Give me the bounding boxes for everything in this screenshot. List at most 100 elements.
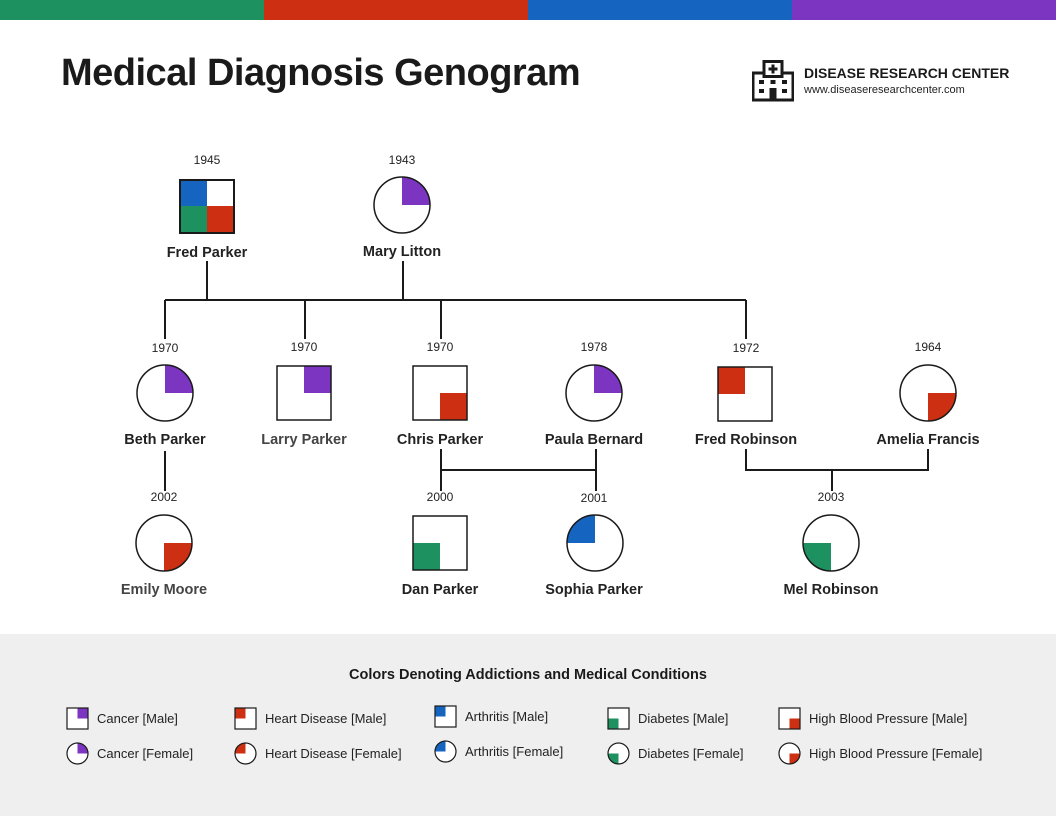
birth-year: 2001	[581, 491, 608, 505]
top-bar-blue	[528, 0, 792, 20]
birth-year: 2000	[427, 490, 454, 504]
cancer-male-symbol	[66, 706, 89, 730]
person-paula-bernard[interactable]: 1978 Paula Bernard	[545, 340, 643, 448]
legend-label: High Blood Pressure [Female]	[809, 745, 983, 761]
female-circle	[899, 364, 957, 422]
birth-year: 1970	[152, 341, 179, 355]
legend-item-heart-disease-male: Heart Disease [Male]	[234, 706, 386, 730]
condition-diabetes-quadrant	[413, 543, 440, 570]
male-square	[412, 365, 468, 421]
female-circle	[566, 514, 624, 572]
person-fred-parker[interactable]: 1945 Fred Parker	[167, 153, 248, 261]
birth-year: 1972	[733, 341, 760, 355]
legend-label: Heart Disease [Male]	[265, 710, 387, 726]
condition-high-blood-pressure-quadrant	[928, 393, 956, 421]
legend-label: High Blood Pressure [Male]	[809, 710, 968, 726]
top-bar-red	[264, 0, 528, 20]
legend-label: Heart Disease [Female]	[265, 745, 402, 761]
person-symbol	[412, 515, 468, 571]
heart-disease-female-symbol	[234, 741, 257, 765]
person-symbol	[179, 179, 235, 234]
person-name: Mary Litton	[363, 244, 441, 260]
person-symbol	[566, 514, 624, 572]
legend-item-arthritis-male: Arthritis [Male]	[434, 704, 548, 728]
birth-year: 1970	[427, 340, 454, 354]
condition-arthritis-quadrant	[567, 515, 595, 543]
person-sophia-parker[interactable]: 2001 Sophia Parker	[545, 491, 643, 598]
person-symbol	[135, 514, 193, 572]
org-url[interactable]: www.diseaseresearchcenter.com	[804, 84, 965, 96]
person-chris-parker[interactable]: 1970 Chris Parker	[397, 340, 484, 448]
person-name: Paula Bernard	[545, 432, 643, 448]
diabetes-female-symbol	[607, 741, 630, 765]
legend-panel: Colors Denoting Addictions and Medical C…	[0, 634, 1056, 816]
top-color-bar	[0, 0, 1056, 20]
person-name: Sophia Parker	[545, 582, 643, 598]
legend-item-arthritis-female: Arthritis [Female]	[434, 739, 563, 763]
person-symbol	[373, 176, 431, 234]
legend-label: Cancer [Female]	[97, 745, 194, 761]
heart-disease-male-symbol	[234, 706, 257, 730]
person-name: Beth Parker	[124, 432, 206, 448]
birth-year: 1970	[291, 340, 318, 354]
person-emily-moore[interactable]: 2002 Emily Moore	[121, 490, 207, 598]
person-mary-litton[interactable]: 1943 Mary Litton	[363, 153, 441, 260]
person-name: Dan Parker	[402, 582, 479, 598]
person-name: Mel Robinson	[783, 582, 878, 598]
top-bar-purple	[792, 0, 1056, 20]
legend-label: Diabetes [Male]	[638, 710, 729, 726]
arthritis-male-symbol	[434, 704, 457, 728]
person-larry-parker[interactable]: 1970 Larry Parker	[261, 340, 347, 448]
male-square	[276, 365, 332, 421]
condition-high-blood-pressure-quadrant	[164, 543, 192, 571]
person-symbol	[899, 364, 957, 422]
legend-item-cancer-female: Cancer [Female]	[66, 741, 193, 765]
arthritis-female-symbol	[434, 739, 457, 763]
female-circle	[565, 364, 623, 422]
condition-cancer-quadrant	[594, 365, 622, 393]
legend-item-diabetes-male: Diabetes [Male]	[607, 706, 728, 730]
legend-label: Diabetes [Female]	[638, 745, 744, 761]
male-square	[412, 515, 468, 571]
condition-arthritis-quadrant	[180, 180, 207, 206]
org-name: DISEASE RESEARCH CENTER	[804, 65, 1010, 81]
legend-label: Cancer [Male]	[97, 710, 178, 726]
couple-line-chris-paula	[440, 449, 597, 471]
legend-label: Arthritis [Female]	[465, 743, 564, 759]
condition-cancer-quadrant	[402, 177, 430, 205]
female-circle	[373, 176, 431, 234]
legend-title: Colors Denoting Addictions and Medical C…	[349, 667, 707, 683]
person-dan-parker[interactable]: 2000 Dan Parker	[402, 490, 479, 598]
condition-heart-disease-quadrant	[718, 367, 745, 394]
legend-item-high-blood-pressure-female: High Blood Pressure [Female]	[778, 741, 982, 765]
male-square	[179, 179, 235, 234]
diabetes-male-symbol	[607, 706, 630, 730]
birth-year: 2002	[151, 490, 178, 504]
legend-item-heart-disease-female: Heart Disease [Female]	[234, 741, 402, 765]
person-symbol	[136, 364, 194, 422]
birth-year: 2003	[818, 490, 845, 504]
condition-high-blood-pressure-quadrant	[207, 206, 234, 233]
condition-high-blood-pressure-quadrant	[440, 393, 467, 420]
person-amelia-francis[interactable]: 1964 Amelia Francis	[876, 340, 979, 448]
person-fred-robinson[interactable]: 1972 Fred Robinson	[695, 341, 797, 448]
person-mel-robinson[interactable]: 2003 Mel Robinson	[783, 490, 878, 598]
person-symbol	[276, 365, 332, 421]
male-square	[717, 366, 773, 422]
high-blood-pressure-female-symbol	[778, 741, 801, 765]
female-circle	[136, 364, 194, 422]
condition-diabetes-quadrant	[180, 206, 207, 233]
person-name: Chris Parker	[397, 432, 484, 448]
condition-cancer-quadrant	[304, 366, 331, 393]
couple-line-fred-amelia	[745, 449, 929, 471]
legend-item-cancer-male: Cancer [Male]	[66, 706, 178, 730]
person-name: Fred Parker	[167, 245, 248, 261]
person-beth-parker[interactable]: 1970 Beth Parker	[124, 341, 206, 448]
person-name: Emily Moore	[121, 582, 207, 598]
female-circle	[802, 514, 860, 572]
legend-item-diabetes-female: Diabetes [Female]	[607, 741, 744, 765]
person-name: Fred Robinson	[695, 432, 797, 448]
legend-item-high-blood-pressure-male: High Blood Pressure [Male]	[778, 706, 967, 730]
person-symbol	[412, 365, 468, 421]
legend-label: Arthritis [Male]	[465, 708, 549, 724]
